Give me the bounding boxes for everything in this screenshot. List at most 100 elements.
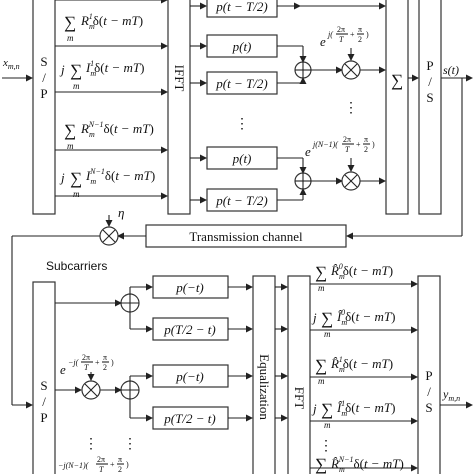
svg-text:e: e <box>60 362 66 377</box>
rx-sp-block <box>32 281 56 474</box>
rx-sp-label: S/P <box>40 378 47 425</box>
svg-text:2: 2 <box>358 35 362 44</box>
svg-text:2π: 2π <box>337 25 345 34</box>
tx-ps-label: P/S <box>426 58 433 105</box>
svg-text:R̂m1δ(t − mT): R̂m1δ(t − mT) <box>330 355 393 374</box>
tx-adder-lines <box>277 2 307 201</box>
svg-text:π: π <box>103 353 107 362</box>
tx-exp-label-2: e j(N−1)( 2π T + π 2 ) <box>305 135 375 159</box>
svg-text:m: m <box>324 329 331 339</box>
rx-branch-label-3: ∑ m R̂m1δ(t − mT) <box>315 355 393 386</box>
rx-output-label: ym,n <box>442 387 460 403</box>
rx-branch-label-5: ∑ R̂mN−1δ(t − mT) <box>315 455 404 474</box>
subcarriers-label: Subcarriers <box>46 259 107 273</box>
rx-ps-label: P/S <box>425 368 432 415</box>
tx-branch-lines <box>55 0 168 200</box>
svg-text:∑: ∑ <box>70 169 82 188</box>
rx-filter-box-1: p(−t) <box>152 275 229 299</box>
svg-text:∑: ∑ <box>315 356 327 375</box>
svg-text:m: m <box>67 33 74 43</box>
svg-text:p(t − T/2): p(t − T/2) <box>215 76 267 91</box>
rx-branch-label-4: j ∑ m Îm1δ(t − mT) <box>311 399 395 430</box>
svg-text:∑: ∑ <box>321 309 333 328</box>
svg-text:2π: 2π <box>97 455 105 464</box>
tx-ps-block <box>418 0 442 215</box>
tx-filter-dots: ⋮ <box>235 117 249 132</box>
tx-branch-label-1: ∑ m Rm1δ(t − mT) <box>64 12 143 43</box>
rx-branch-label-2: j ∑ m Îm0δ(t − mT) <box>311 308 395 339</box>
rx-adder-2 <box>120 380 140 400</box>
tx-mult-dots: ⋮ <box>344 101 358 116</box>
svg-text:+: + <box>95 358 100 367</box>
noise-label: η <box>118 205 124 220</box>
rx-output-dots: ⋮ <box>319 439 333 454</box>
svg-text:j: j <box>311 310 317 325</box>
svg-text:2: 2 <box>364 145 368 154</box>
svg-text:2: 2 <box>118 465 122 474</box>
svg-text:j: j <box>59 170 65 185</box>
tx-output-label: s(t) <box>443 63 459 77</box>
tx-sum-block <box>385 0 409 215</box>
tx-adder-1 <box>294 61 312 79</box>
svg-text:e: e <box>320 34 326 49</box>
svg-text:p(t): p(t) <box>232 151 252 166</box>
tx-filter-input-lines <box>190 2 207 204</box>
svg-text:m: m <box>67 141 74 151</box>
channel-label: Transmission channel <box>189 229 303 244</box>
rx-multiplier-1 <box>81 380 101 400</box>
svg-text:p(t − T/2): p(t − T/2) <box>215 0 267 14</box>
tx-filter-box-1: p(t − T/2) <box>206 0 278 18</box>
svg-text:j: j <box>59 62 65 77</box>
svg-text:−j(N−1)(: −j(N−1)( <box>58 461 90 470</box>
svg-text:j(: j( <box>327 30 334 39</box>
svg-text:Im1δ(t − mT): Im1δ(t − mT) <box>85 59 144 78</box>
rx-eq-input-lines <box>228 283 253 422</box>
svg-text:e: e <box>305 144 311 159</box>
svg-text:+: + <box>356 140 361 149</box>
tx-sum-label: ∑ <box>391 71 403 90</box>
svg-text:R̂mN−1δ(t − mT): R̂mN−1δ(t − mT) <box>330 455 404 474</box>
svg-text:T: T <box>99 465 104 474</box>
rx-mid-dots: ⋮ <box>123 437 137 452</box>
rx-fft-label: FFT <box>292 387 307 409</box>
tx-branch-label-2: j ∑ m Im1δ(t − mT) <box>59 59 144 91</box>
tx-multiplier-2 <box>341 171 361 191</box>
svg-text:2: 2 <box>103 363 107 372</box>
rx-fft-block <box>287 275 311 474</box>
rx-output-branch-lines <box>310 280 418 472</box>
svg-text:m: m <box>324 420 331 430</box>
svg-text:Îm1δ(t − mT): Îm1δ(t − mT) <box>336 399 395 418</box>
svg-text:j(N−1)(: j(N−1)( <box>312 140 339 149</box>
rx-adder-1 <box>120 293 140 313</box>
svg-text:R̂m0δ(t − mT): R̂m0δ(t − mT) <box>330 262 393 281</box>
rx-branch-label-1: ∑ m R̂m0δ(t − mT) <box>315 262 393 293</box>
tx-filter-box-4: p(t) <box>206 146 278 170</box>
svg-text:π: π <box>358 25 362 34</box>
rx-filter-input-lines <box>129 283 153 422</box>
tx-filter-box-3: p(t − T/2) <box>206 71 278 95</box>
tx-branch-label-3: ∑ m RmN−1δ(t − mT) <box>64 120 154 151</box>
svg-text:m: m <box>318 376 325 386</box>
tx-ifft-label: IFFT <box>172 65 187 92</box>
svg-text:T: T <box>339 35 344 44</box>
rx-branch-lines <box>55 299 122 394</box>
rx-ps-block <box>417 275 441 474</box>
tx-multiplier-1 <box>341 60 361 80</box>
svg-text:Îm0δ(t − mT): Îm0δ(t − mT) <box>336 308 395 327</box>
svg-text:m: m <box>73 81 80 91</box>
rx-left-dots: ⋮ <box>84 437 98 452</box>
svg-text:): ) <box>372 140 375 149</box>
tx-ifft-block <box>167 0 191 215</box>
svg-text:∑: ∑ <box>321 400 333 419</box>
tx-sp-block <box>32 0 56 215</box>
tx-adder-2 <box>294 172 312 190</box>
svg-text:): ) <box>366 30 369 39</box>
svg-text:): ) <box>126 460 129 469</box>
svg-text:Rm1δ(t − mT): Rm1δ(t − mT) <box>80 12 143 31</box>
svg-text:∑: ∑ <box>70 61 82 80</box>
svg-text:π: π <box>118 455 122 464</box>
svg-text:−j(: −j( <box>68 358 80 367</box>
svg-text:T: T <box>84 363 89 372</box>
